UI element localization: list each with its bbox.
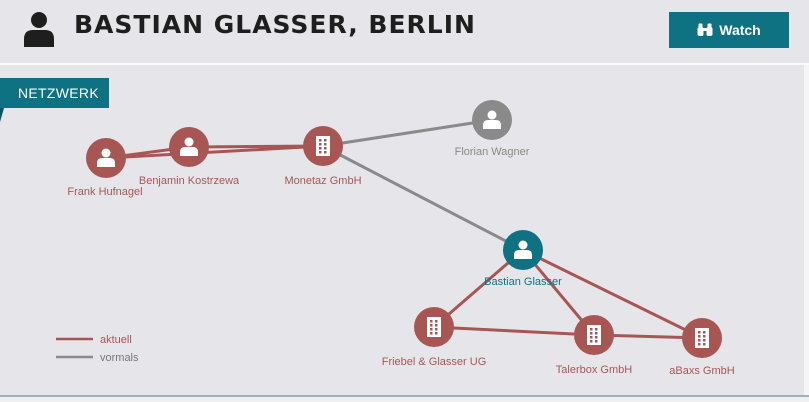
legend-former-label: vormals <box>100 352 139 364</box>
header-divider <box>0 63 809 65</box>
edge-bastian-abaxs <box>522 248 703 340</box>
node-abaxs[interactable]: aBaxs GmbH <box>669 318 735 377</box>
edge-frank-monetaz <box>105 144 324 160</box>
person-icon <box>24 12 54 47</box>
edge-monetaz-florian <box>322 118 493 148</box>
panel-scroll-edge <box>804 65 809 395</box>
building-icon <box>316 136 330 156</box>
node-bastian[interactable]: Bastian Glasser <box>484 230 562 288</box>
node-label: Florian Wagner <box>455 146 530 158</box>
building-icon <box>427 317 441 337</box>
node-benjamin[interactable]: Benjamin Kostrzewa <box>139 127 240 187</box>
node-label: Benjamin Kostrzewa <box>139 175 240 187</box>
building-icon <box>695 328 709 348</box>
node-friebel[interactable]: Friebel & Glasser UG <box>382 307 487 368</box>
person-icon <box>180 137 198 156</box>
node-label: Talerbox GmbH <box>556 364 632 376</box>
node-talerbox[interactable]: Talerbox GmbH <box>556 315 632 376</box>
binoculars-icon <box>697 23 713 36</box>
watch-button-label: Watch <box>719 22 761 38</box>
node-monetaz[interactable]: Monetaz GmbH <box>284 126 362 187</box>
edge-friebel-talerbox <box>433 325 595 337</box>
person-icon <box>514 240 532 259</box>
node-label: Monetaz GmbH <box>284 175 361 187</box>
node-label: Friebel & Glasser UG <box>382 356 487 368</box>
network-panel <box>0 65 804 395</box>
page-header: BASTIAN GLASSER, BERLIN Watch <box>0 0 809 63</box>
node-florian[interactable]: Florian Wagner <box>455 100 530 158</box>
node-frank[interactable]: Frank Hufnagel <box>67 138 143 198</box>
node-label: aBaxs GmbH <box>669 365 734 377</box>
node-label: Frank Hufnagel <box>67 186 142 198</box>
legend: aktuell vormals <box>56 334 139 364</box>
node-label: Bastian Glasser <box>484 276 562 288</box>
person-icon <box>97 148 115 167</box>
edge-benjamin-monetaz <box>188 144 324 149</box>
section-tab-netzwerk: NETZWERK <box>0 78 109 108</box>
page-title: BASTIAN GLASSER, BERLIN <box>74 10 476 39</box>
edge-monetaz-bastian <box>322 144 524 252</box>
section-tab-notch <box>0 108 4 122</box>
panel-bottom-divider <box>0 395 809 397</box>
legend-current-label: aktuell <box>100 334 132 346</box>
building-icon <box>587 325 601 345</box>
person-icon <box>483 110 501 129</box>
watch-button[interactable]: Watch <box>669 12 789 48</box>
bottom-strip <box>0 397 809 402</box>
